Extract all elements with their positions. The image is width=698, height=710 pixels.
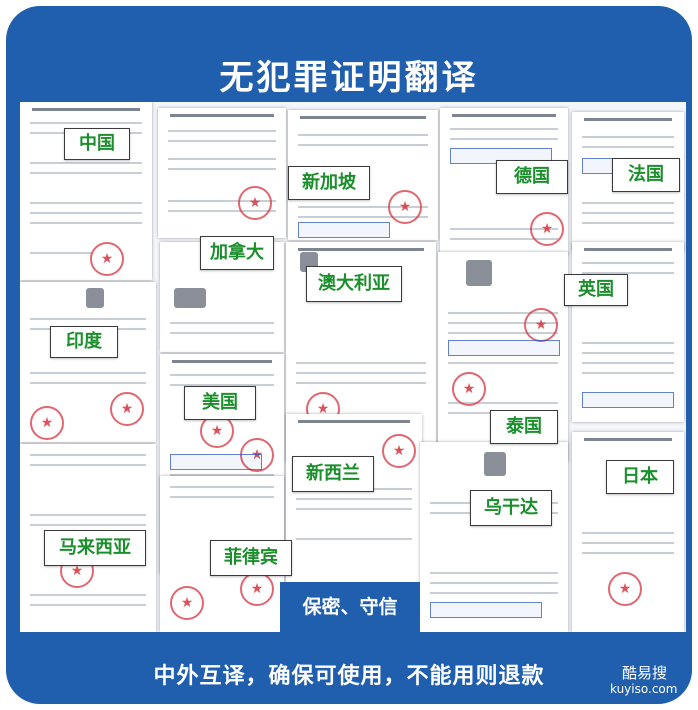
certificate-middle-top: ★	[288, 110, 438, 240]
certificate-india: ★ ★	[20, 282, 156, 442]
country-label-uganda: 乌干达	[470, 490, 552, 526]
certificate-new-zealand: ★	[286, 414, 422, 594]
country-label-germany: 德国	[496, 160, 568, 194]
certificate-collage: ★ ★ ★ ★	[20, 102, 686, 632]
certificate-uk	[572, 242, 684, 422]
country-label-france: 法国	[612, 158, 680, 192]
confidential-slogan: 保密、守信	[280, 582, 420, 632]
watermark-en: kuyiso.com	[610, 682, 678, 696]
country-label-uk: 英国	[564, 274, 628, 306]
country-label-japan: 日本	[606, 460, 674, 494]
poster-title: 无犯罪证明翻译	[219, 58, 479, 98]
bottom-slogan: 中外互译，确保可使用，不能用则退款	[153, 664, 545, 689]
country-label-thailand: 泰国	[490, 410, 558, 444]
country-label-usa: 美国	[184, 386, 256, 420]
country-label-canada: 加拿大	[200, 236, 274, 270]
country-label-new-zealand: 新西兰	[292, 456, 374, 492]
country-label-malaysia: 马来西亚	[44, 530, 146, 566]
poster-frame: 无犯罪证明翻译 ★ ★ ★	[6, 6, 692, 704]
country-label-china: 中国	[64, 128, 130, 160]
country-label-singapore: 新加坡	[288, 166, 370, 200]
country-label-india: 印度	[50, 326, 118, 358]
certificate-singapore: ★	[158, 108, 286, 238]
certificate-uganda	[420, 442, 568, 632]
country-label-philippines: 菲律宾	[210, 540, 292, 576]
watermark-cn: 酷易搜	[622, 664, 668, 682]
country-label-australia: 澳大利亚	[306, 266, 402, 302]
